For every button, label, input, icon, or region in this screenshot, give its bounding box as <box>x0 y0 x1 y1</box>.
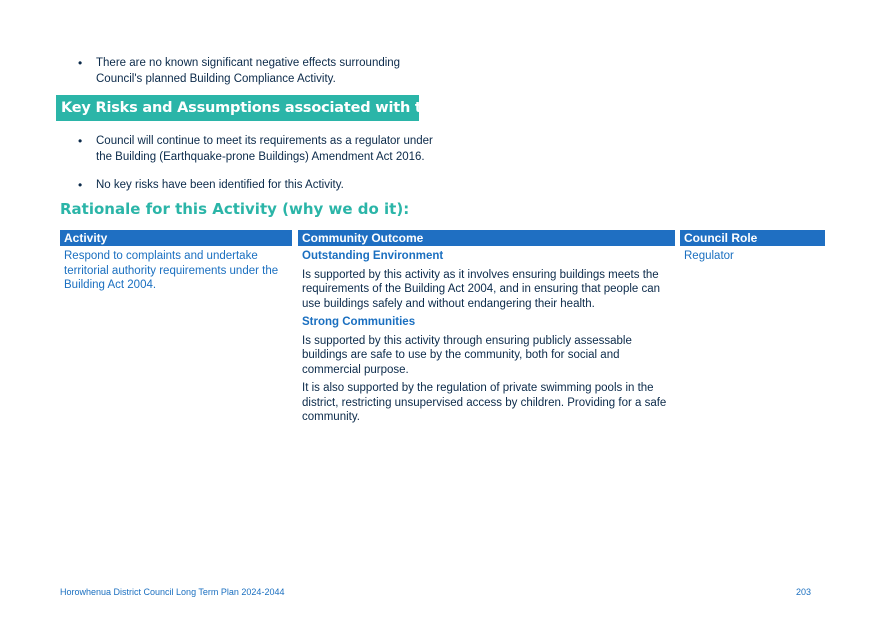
risks-banner: Key Risks and Assumptions associated wit… <box>56 95 517 121</box>
table-header-community-outcome: Community Outcome <box>298 230 675 246</box>
outcome-description: It is also supported by the regulation o… <box>302 382 667 423</box>
rationale-heading: Rationale for this Activity (why we do i… <box>60 200 410 218</box>
footer-title: Horowhenua District Council Long Term Pl… <box>60 587 285 597</box>
table-header-activity: Activity <box>60 230 292 246</box>
outcome-description: Is supported by this activity through en… <box>302 334 632 376</box>
table-header-council-role: Council Role <box>680 230 825 246</box>
activity-cell: Respond to complaints and undertake terr… <box>64 250 279 291</box>
list-item: No key risks have been identified for th… <box>76 177 436 193</box>
risk-bullet-list: Council will continue to meet its requir… <box>76 133 436 193</box>
outcome-description: Is supported by this activity as it invo… <box>302 268 661 310</box>
council-role-cell: Regulator <box>684 250 734 262</box>
outcome-title: Outstanding Environment <box>302 250 444 262</box>
community-outcome-cell: Outstanding Environment Is supported by … <box>302 249 672 429</box>
outcome-title: Strong Communities <box>302 316 416 328</box>
page-number: 203 <box>796 587 812 597</box>
list-item: There are no known significant negative … <box>76 55 436 87</box>
list-item: Council will continue to meet its requir… <box>76 133 436 165</box>
intro-bullet-list: There are no known significant negative … <box>76 55 436 87</box>
